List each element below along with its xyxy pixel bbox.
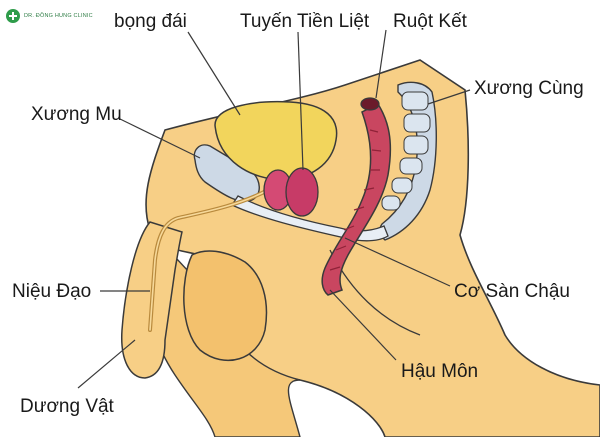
urethra-tube-inner [149,189,269,331]
label-prostate: Tuyến Tiền Liệt [240,11,370,32]
leader-pelvic [344,237,451,287]
clinic-cross-icon [6,9,20,23]
leader-penis [77,339,136,389]
pelvic-floor-muscle [231,195,389,242]
label-anus: Hậu Môn [401,361,479,382]
leader-colon [375,29,387,99]
leader-pubic [117,117,201,159]
colon-tube [321,103,392,296]
pubic-bone [193,144,260,202]
label-urethra: Niệu Đạo [12,281,92,302]
clinic-logo: DR. ĐỒNG HUNG CLINIC [6,8,93,24]
label-sacrum: Xương Cùng [474,78,584,99]
leader-prostate [297,31,304,171]
prostate-shape [263,167,319,217]
leader-bladder [187,31,241,116]
label-bladder: bọng đái [114,11,187,32]
sacrum-vertebrae [379,81,437,241]
label-pelvic-floor: Cơ Sàn Chậu [454,281,570,302]
colon-folds [329,129,382,271]
bladder-shape [214,100,338,181]
label-pubic-bone: Xương Mu [31,104,122,125]
label-penis: Dương Vật [20,396,114,417]
scrotum-shape [183,250,268,361]
leader-sacrum [427,89,471,105]
clinic-logo-text: DR. ĐỒNG HUNG CLINIC [24,13,93,19]
leader-lines [77,29,471,389]
leader-anus [329,289,397,361]
colon-opening [360,97,380,111]
label-colon: Ruột Kết [393,11,467,32]
